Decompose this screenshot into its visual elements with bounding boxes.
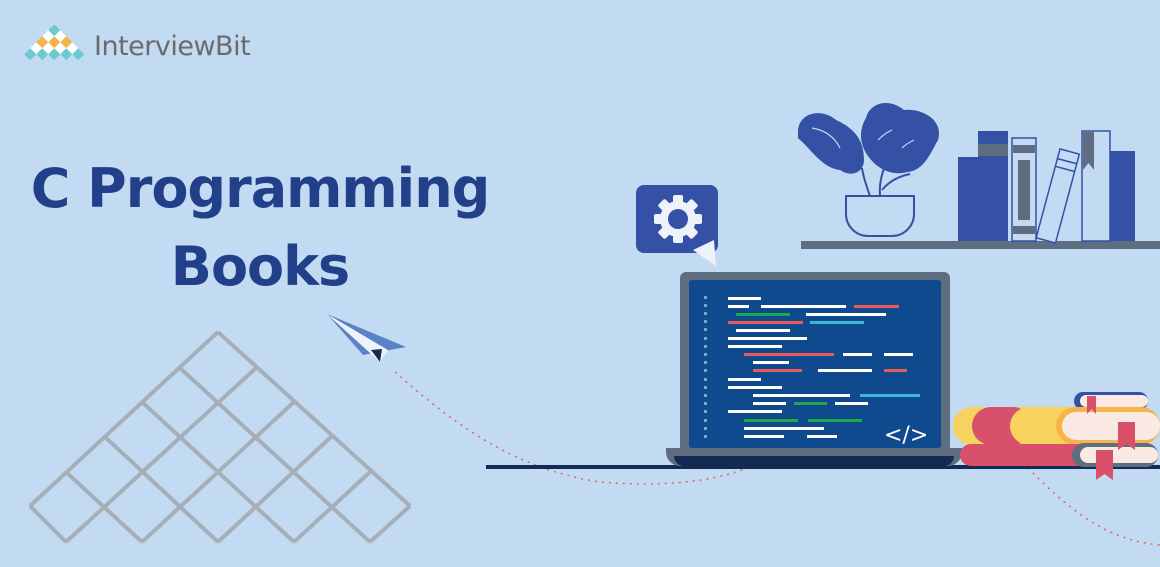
bookshelf-icon — [958, 130, 1135, 244]
desk-line — [486, 465, 1160, 469]
logo-text: InterviewBit — [94, 30, 251, 62]
interviewbit-logo[interactable]: InterviewBit — [24, 24, 251, 68]
wall-shelf — [801, 241, 1160, 249]
flight-path — [394, 371, 749, 485]
book-stack-icon — [953, 392, 1160, 480]
title-line-1: C Programming — [30, 157, 491, 220]
settings-bubble — [636, 185, 718, 266]
title-line-2: Books — [170, 235, 350, 298]
plant-icon — [798, 103, 940, 237]
gear-icon — [654, 195, 702, 243]
pyramid-grid-logo-icon — [24, 24, 85, 61]
code-tag-icon: </> — [884, 423, 928, 448]
flight-path-2 — [1027, 467, 1160, 546]
code-lines — [728, 297, 920, 438]
pyramid-grid-icon — [28, 330, 412, 544]
laptop-icon: </> — [666, 272, 962, 466]
paper-plane-icon — [327, 314, 406, 362]
page-title: C Programming Books — [0, 150, 520, 306]
